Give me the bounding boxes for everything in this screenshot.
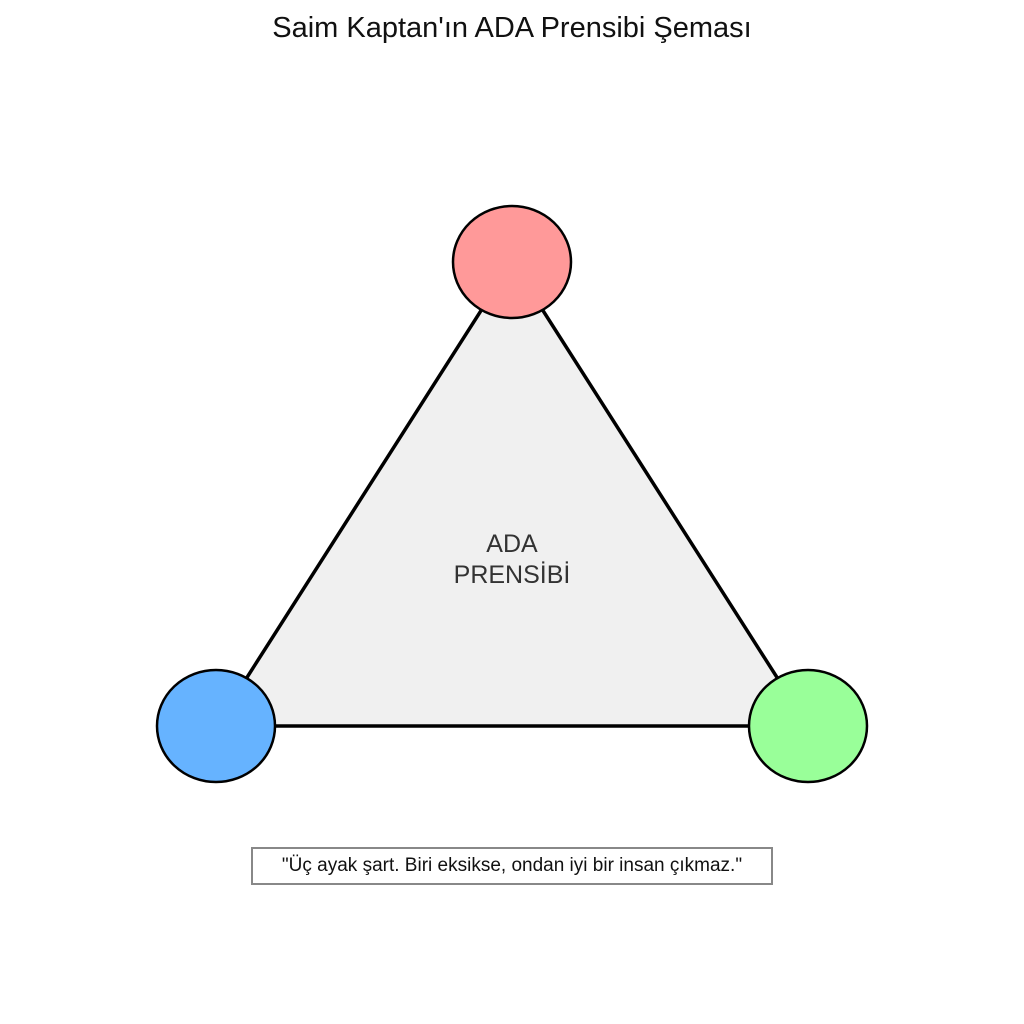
left-node <box>155 668 277 784</box>
diagram-title: Saim Kaptan'ın ADA Prensibi Şeması <box>272 12 752 44</box>
center-label-line2: PRENSİBİ <box>454 560 571 589</box>
right-node <box>747 668 869 784</box>
ada-triangle <box>214 260 810 728</box>
top-node <box>451 204 573 320</box>
quote-box: "Üç ayak şart. Biri eksikse, ondan iyi b… <box>251 847 773 885</box>
center-label-line1: ADA <box>486 530 538 558</box>
